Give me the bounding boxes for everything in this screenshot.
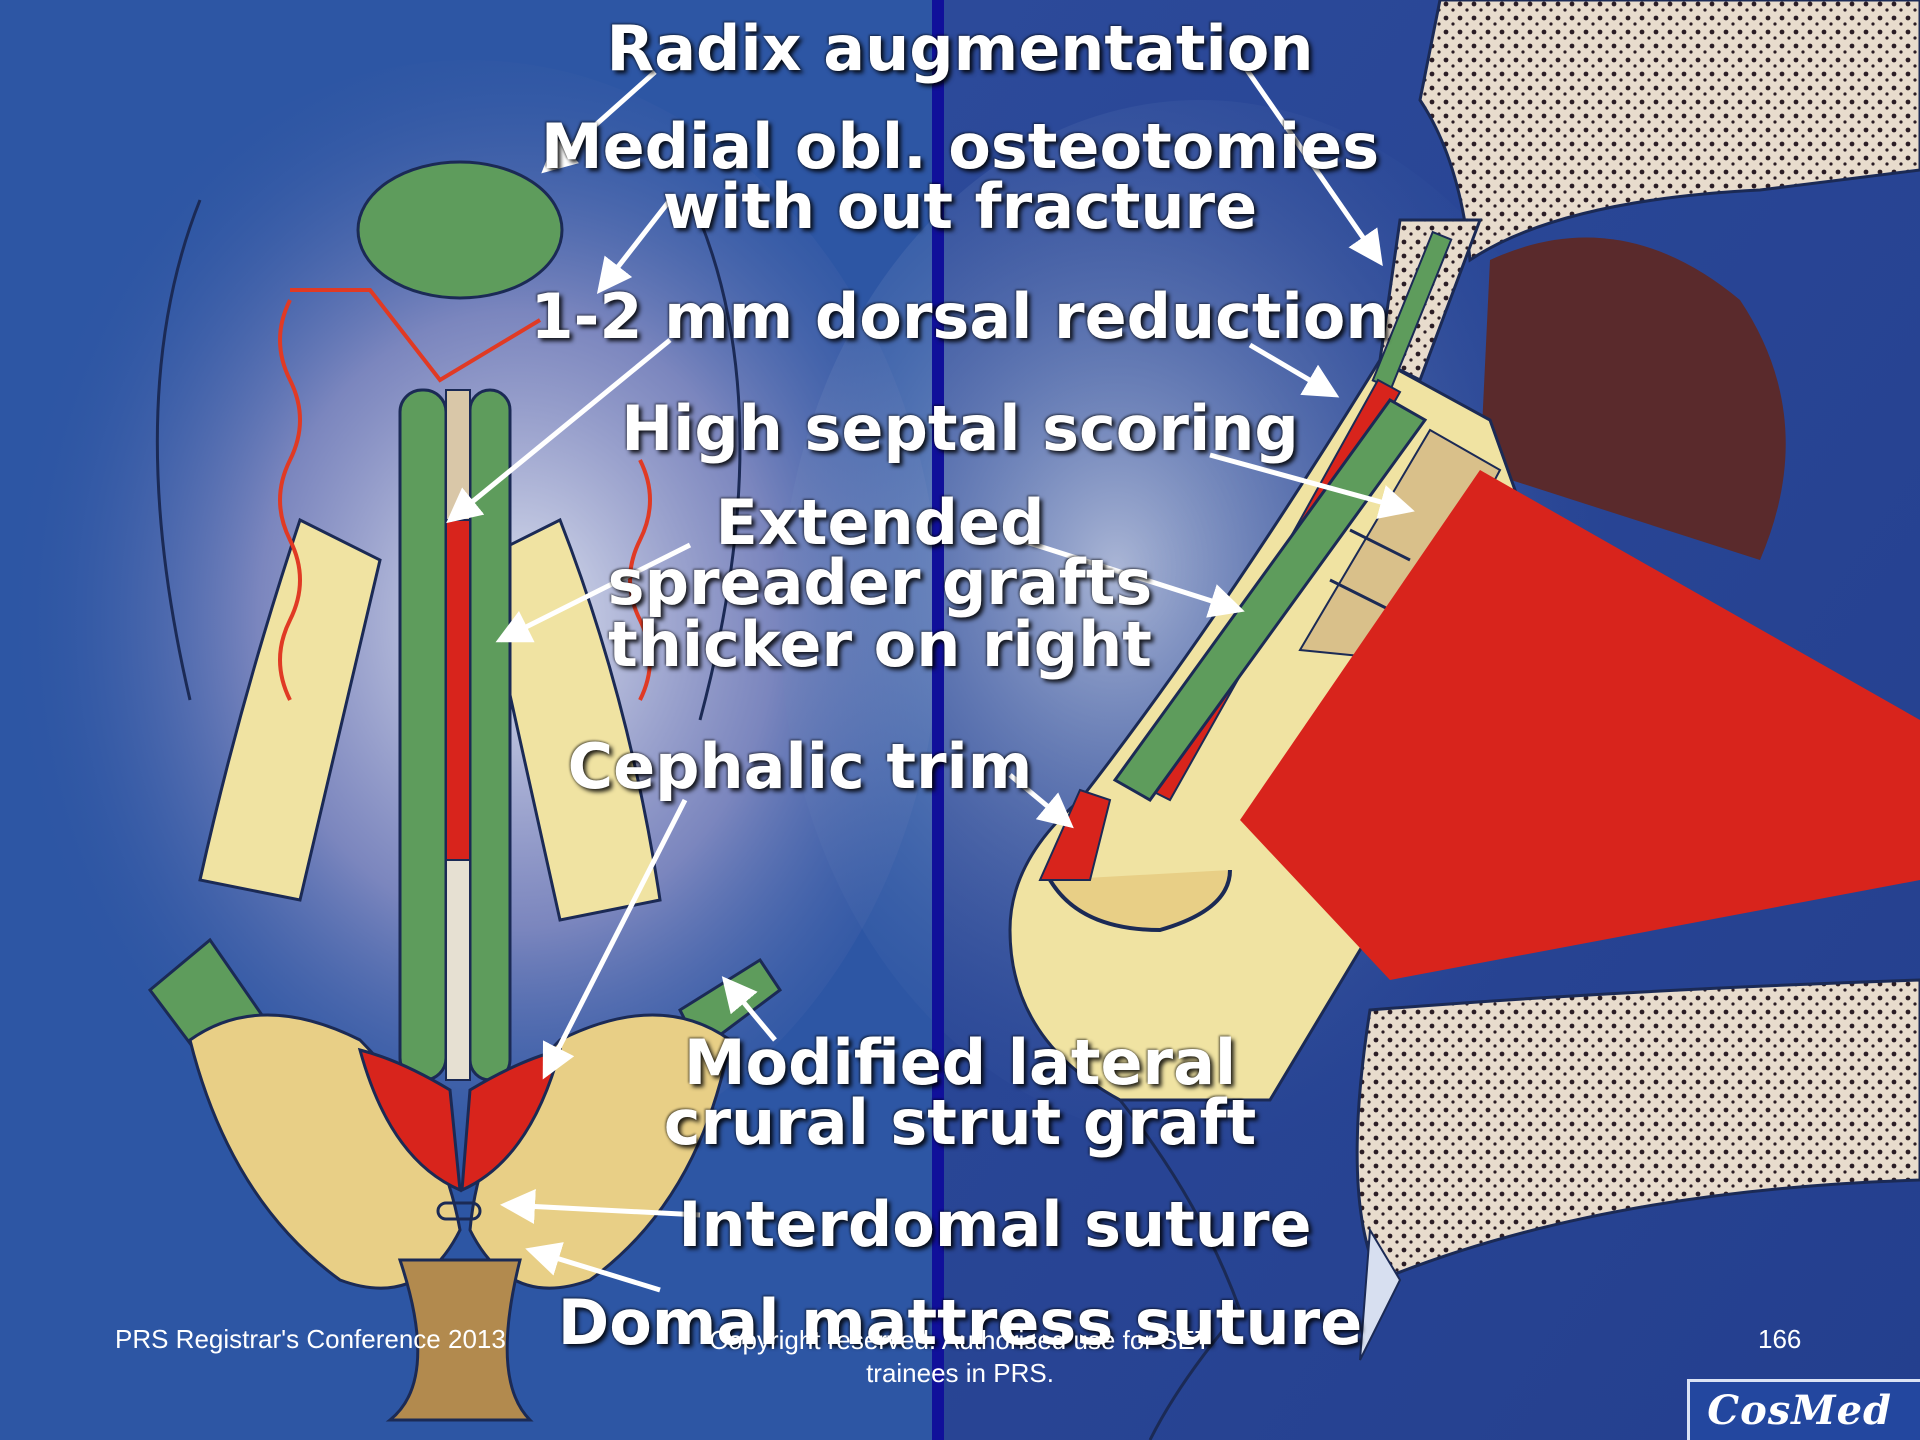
label-radix-augmentation: Radix augmentation xyxy=(0,18,1920,80)
label-dorsal-reduction: 1-2 mm dorsal reduction xyxy=(0,286,1920,348)
logo-text: CosMed xyxy=(1707,1387,1892,1434)
label-lateral-strut-2: crural strut graft xyxy=(0,1092,1920,1154)
footer-conference: PRS Registrar's Conference 2013 xyxy=(115,1324,506,1355)
footer-copyright-line-2: trainees in PRS. xyxy=(640,1357,1280,1390)
label-lateral-strut-1: Modified lateral xyxy=(0,1032,1920,1094)
label-medial-osteotomies-1: Medial obl. osteotomies xyxy=(0,116,1920,178)
label-interdomal-suture: Interdomal suture xyxy=(35,1194,1920,1256)
label-medial-osteotomies-2: with out fracture xyxy=(0,176,1920,238)
cosmed-logo: CosMed xyxy=(1687,1379,1920,1440)
label-spreader-grafts-3: thicker on right xyxy=(0,614,1840,676)
page-number: 166 xyxy=(1758,1324,1801,1355)
footer-copyright: Copyright reserved. Authorised use for S… xyxy=(640,1324,1280,1390)
label-spreader-grafts-1: Extended xyxy=(0,492,1840,554)
label-septal-scoring: High septal scoring xyxy=(0,398,1920,460)
footer-copyright-line-1: Copyright reserved. Authorised use for S… xyxy=(640,1324,1280,1357)
label-cephalic-trim: Cephalic trim xyxy=(0,736,1760,798)
label-spreader-grafts-2: spreader grafts xyxy=(0,552,1840,614)
